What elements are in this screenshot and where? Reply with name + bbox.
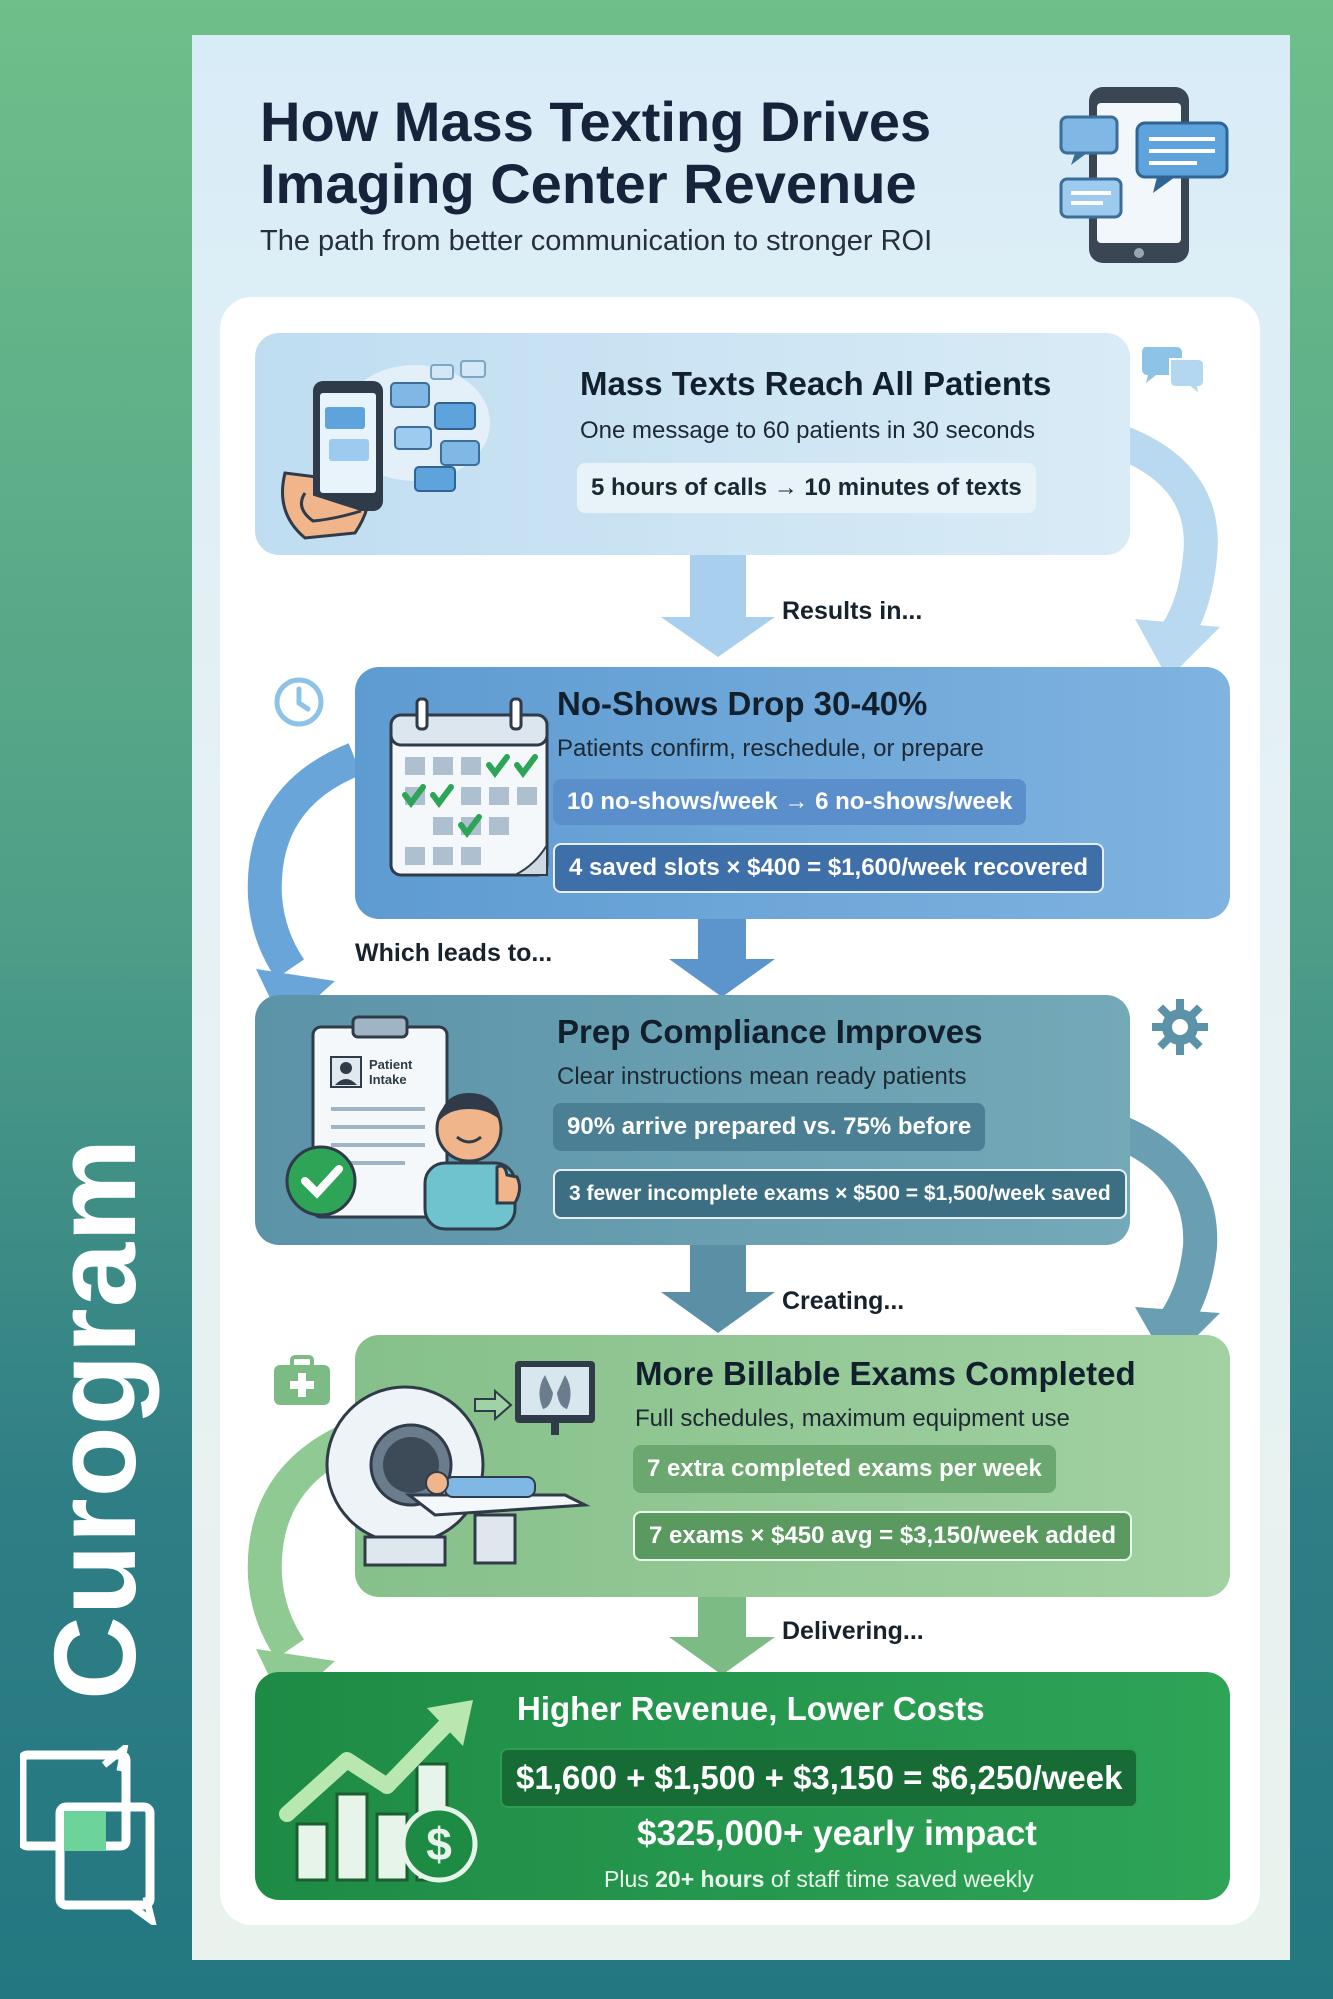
stat-pill: 4 saved slots × $400 = $1,600/week recov… [553, 843, 1105, 893]
gear-icon [1152, 999, 1208, 1055]
step-title: No-Shows Drop 30-40% [557, 685, 928, 722]
page-title: How Mass Texting Drives Imaging Center R… [260, 90, 932, 215]
stat-pill: 7 exams × $450 avg = $3,150/week added [633, 1511, 1132, 1561]
step-subtitle: Full schedules, maximum equipment use [635, 1405, 1070, 1432]
footnote-text: Plus 20+ hours of staff time saved weekl… [604, 1866, 1034, 1892]
step-card-no-shows: No-Shows Drop 30-40% Patients confirm, r… [355, 667, 1230, 919]
brand-name: Curogram [30, 1137, 160, 1700]
stat-pill: 10 no-shows/week → 6 no-shows/week [553, 779, 1027, 825]
stat-pill: 5 hours of calls → 10 minutes of texts [577, 463, 1036, 513]
chat-bubbles-logo-icon [20, 1745, 157, 1925]
step-subtitle: Clear instructions mean ready patients [557, 1063, 967, 1090]
patient-intake-clipboard-icon: Patient Intake [285, 1015, 522, 1231]
mri-scanner-icon [325, 1361, 595, 1567]
stat-pill: 7 extra completed exams per week [633, 1445, 1056, 1493]
stat-pill: $1,600 + $1,500 + $3,150 = $6,250/week [500, 1748, 1139, 1808]
calendar-check-icon [389, 697, 549, 877]
svg-text:Intake: Intake [369, 1072, 407, 1087]
step-card-prep-compliance: Patient Intake Prep Compliance Improves … [255, 995, 1130, 1245]
flow-panel: Mass Texts Reach All Patients One messag… [220, 297, 1260, 1925]
growth-chart-dollar-icon: $ [279, 1700, 478, 1883]
step-title: Higher Revenue, Lower Costs [517, 1690, 985, 1727]
connector-label: Results in... [782, 597, 923, 625]
chat-bubbles-icon [1142, 347, 1205, 398]
connector-label: Delivering... [782, 1617, 924, 1645]
smartphone-chat-icon [1059, 87, 1229, 263]
page-subtitle: The path from better communication to st… [260, 225, 933, 257]
flow-arrows [247, 418, 1220, 1707]
step-card-billable-exams: More Billable Exams Completed Full sched… [325, 1335, 1230, 1597]
step-subtitle: One message to 60 patients in 30 seconds [580, 417, 1035, 444]
clipboard-label: Patient [369, 1057, 413, 1072]
step-title: Prep Compliance Improves [557, 1013, 983, 1050]
stat-pill: 3 fewer incomplete exams × $500 = $1,500… [553, 1169, 1127, 1219]
medical-kit-icon [274, 1355, 330, 1405]
stat-pill: 90% arrive prepared vs. 75% before [553, 1103, 986, 1151]
step-card-revenue: $ Higher Revenue, Lower Costs $1,600 + $… [255, 1672, 1230, 1900]
step-card-mass-texts: Mass Texts Reach All Patients One messag… [255, 333, 1130, 555]
hand-phone-messages-icon [281, 360, 490, 540]
brand-column: Curogram [0, 0, 190, 1999]
connector-label: Creating... [782, 1287, 905, 1315]
svg-text:$: $ [426, 1818, 452, 1870]
step-subtitle: Patients confirm, reschedule, or prepare [557, 735, 984, 762]
infographic-poster: How Mass Texting Drives Imaging Center R… [192, 35, 1290, 1960]
step-title: More Billable Exams Completed [635, 1355, 1136, 1392]
connector-label: Which leads to... [355, 939, 553, 967]
clock-icon [274, 677, 324, 727]
impact-text: $325,000+ yearly impact [637, 1814, 1037, 1853]
step-title: Mass Texts Reach All Patients [580, 365, 1052, 402]
